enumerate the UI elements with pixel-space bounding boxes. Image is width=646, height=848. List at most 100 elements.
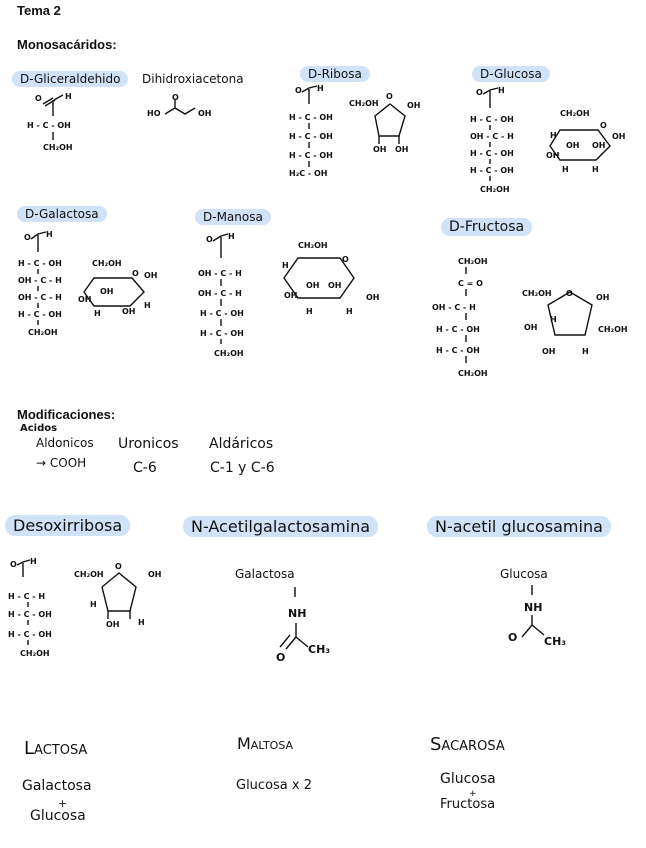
atom-ho: HO: [147, 109, 161, 118]
svg-text:O: O: [276, 651, 285, 664]
svg-text:H: H: [90, 600, 97, 609]
svg-text:OH: OH: [284, 291, 298, 300]
structure-acetilglucosamina: NH O CH₃: [508, 585, 566, 648]
svg-text:CH₃: CH₃: [308, 643, 330, 656]
svg-text:H: H: [317, 84, 324, 93]
atom-oh: OH: [198, 109, 212, 118]
page-title: Tema 2: [17, 3, 61, 18]
svg-text:OH: OH: [148, 570, 162, 579]
svg-text:CH₂OH: CH₂OH: [480, 185, 510, 194]
svg-text:H: H: [498, 86, 505, 95]
lactosa-line2: Glucosa: [30, 808, 86, 824]
svg-text:H: H: [306, 307, 313, 316]
title-maltosa: Maltosa: [237, 734, 294, 753]
title-lactosa: Lactosa: [24, 738, 88, 759]
structure-dihidroxiacetona: HO O OH: [147, 93, 212, 118]
lactosa-line1: Galactosa: [22, 778, 92, 794]
title-ribosa: D-Ribosa: [300, 66, 370, 82]
svg-text:O: O: [24, 233, 31, 242]
row-1: H - C - OH: [27, 121, 71, 130]
title-fructosa: D-Fructosa: [441, 218, 533, 236]
svg-text:C = O: C = O: [458, 279, 483, 288]
title-gliceraldehido: D-Gliceraldehido: [12, 71, 129, 87]
maltosa-line1: Glucosa x 2: [236, 778, 312, 793]
svg-text:CH₂OH: CH₂OH: [560, 109, 590, 118]
svg-text:O: O: [206, 235, 213, 244]
svg-text:H - C - OH: H - C - OH: [436, 346, 480, 355]
svg-text:H - C - OH: H - C - OH: [289, 132, 333, 141]
svg-text:O: O: [386, 92, 393, 101]
svg-text:OH: OH: [328, 281, 342, 290]
svg-text:H - C - OH: H - C - OH: [470, 166, 514, 175]
svg-text:O: O: [132, 269, 139, 278]
svg-text:H - C - OH: H - C - OH: [8, 630, 52, 639]
svg-text:OH: OH: [106, 620, 120, 629]
svg-text:OH: OH: [395, 145, 409, 154]
svg-text:OH: OH: [566, 141, 580, 150]
svg-text:H - C - OH: H - C - OH: [470, 149, 514, 158]
svg-text:CH₂OH: CH₂OH: [92, 259, 122, 268]
svg-text:H: H: [346, 307, 353, 316]
structure-gliceraldehido: O H H - C - OH CH₂OH: [27, 92, 73, 152]
svg-text:OH: OH: [306, 281, 320, 290]
atom-h: H: [65, 92, 72, 101]
svg-text:H - C - H: H - C - H: [8, 592, 45, 601]
svg-text:H - C - OH: H - C - OH: [18, 310, 62, 319]
svg-text:CH₂OH: CH₂OH: [349, 99, 379, 108]
svg-text:OH: OH: [592, 141, 606, 150]
lactosa-plus: +: [58, 797, 68, 810]
svg-text:OH: OH: [596, 293, 610, 302]
aldaricos-value: C-1 y C-6: [210, 460, 275, 476]
svg-text:H: H: [582, 347, 589, 356]
svg-text:OH: OH: [144, 271, 158, 280]
svg-text:OH: OH: [122, 307, 136, 316]
svg-text:H - C - OH: H - C - OH: [289, 151, 333, 160]
svg-text:O: O: [295, 86, 302, 95]
base-galactosa: Galactosa: [235, 567, 295, 581]
svg-text:OH: OH: [407, 101, 421, 110]
svg-text:H - C - OH: H - C - OH: [289, 113, 333, 122]
svg-text:NH: NH: [524, 601, 542, 614]
svg-text:OH: OH: [373, 145, 387, 154]
svg-text:OH: OH: [524, 323, 538, 332]
svg-text:OH - C - H: OH - C - H: [470, 132, 514, 141]
svg-text:O: O: [476, 88, 483, 97]
svg-text:CH₂OH: CH₂OH: [28, 328, 58, 337]
svg-text:H₂C - OH: H₂C - OH: [289, 169, 327, 178]
row-2: CH₂OH: [43, 143, 73, 152]
svg-text:H - C - OH: H - C - OH: [200, 329, 244, 338]
svg-text:H - C - OH: H - C - OH: [436, 325, 480, 334]
svg-text:NH: NH: [288, 607, 306, 620]
svg-text:O: O: [600, 121, 607, 130]
svg-text:OH: OH: [100, 287, 114, 296]
svg-text:CH₂OH: CH₂OH: [214, 349, 244, 358]
svg-text:OH: OH: [78, 295, 92, 304]
svg-text:H - C - OH: H - C - OH: [18, 259, 62, 268]
title-acetilglucosamina: N-acetil glucosamina: [427, 516, 611, 537]
structure-acetilgalactosamina: NH O CH₃: [276, 587, 330, 664]
atom-o: O: [35, 94, 42, 103]
aldaricos-label: Aldáricos: [209, 436, 274, 452]
title-manosa: D-Manosa: [195, 209, 271, 225]
title-sacarosa: Sacarosa: [430, 734, 505, 755]
svg-text:CH₂OH: CH₂OH: [458, 257, 488, 266]
svg-text:CH₂OH: CH₂OH: [598, 325, 628, 334]
svg-text:OH: OH: [612, 132, 626, 141]
svg-text:OH - C - H: OH - C - H: [198, 289, 242, 298]
base-glucosa: Glucosa: [500, 567, 548, 581]
svg-text:H: H: [30, 557, 37, 566]
svg-text:H: H: [592, 165, 599, 174]
uronicos-value: C-6: [133, 460, 157, 476]
svg-text:H - C - OH: H - C - OH: [200, 309, 244, 318]
svg-text:OH: OH: [542, 347, 556, 356]
sacarosa-line2: Fructosa: [440, 797, 496, 812]
svg-text:H - C - OH: H - C - OH: [8, 610, 52, 619]
svg-text:OH - C - H: OH - C - H: [432, 303, 476, 312]
svg-text:OH: OH: [366, 293, 380, 302]
svg-text:CH₂OH: CH₂OH: [20, 649, 50, 658]
svg-text:H: H: [46, 230, 53, 239]
title-acetilgalactosamina: N-Acetilgalactosamina: [183, 516, 379, 537]
svg-text:H: H: [228, 232, 235, 241]
